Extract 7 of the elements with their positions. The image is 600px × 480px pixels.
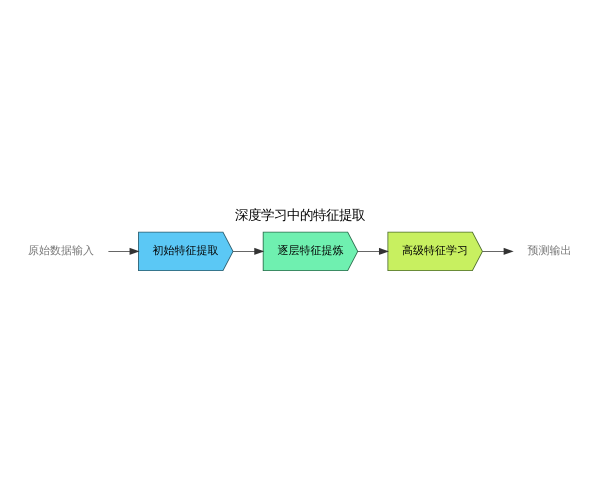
arrow [108, 247, 140, 254]
node-text: 原始数据输入 [28, 244, 94, 257]
arrow [482, 247, 514, 254]
node-text: 预测输出 [527, 244, 572, 257]
arrow [357, 247, 390, 254]
diagram-title: 深度学习中的特征提取 [235, 208, 365, 223]
arrow [232, 247, 264, 254]
